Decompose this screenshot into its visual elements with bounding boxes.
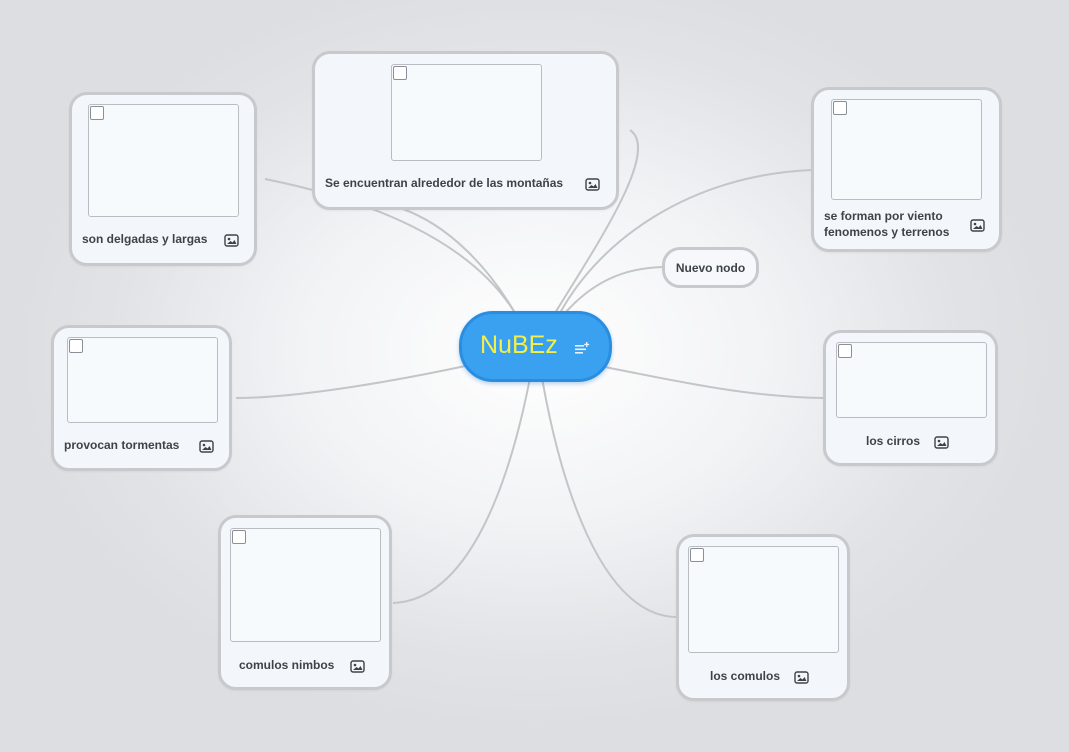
node-delgadas[interactable]: son delgadas y largas <box>69 92 257 266</box>
node-image-placeholder <box>836 342 987 418</box>
notes-icon[interactable] <box>574 341 590 355</box>
node-comulos[interactable]: los comulos <box>676 534 850 701</box>
image-icon[interactable] <box>934 436 949 449</box>
node-viento[interactable]: se forman por viento fenomenos y terreno… <box>811 87 1002 252</box>
node-image-placeholder <box>88 104 239 217</box>
image-icon[interactable] <box>199 440 214 453</box>
link-comulos <box>541 377 677 618</box>
image-icon[interactable] <box>970 219 985 232</box>
node-image-placeholder <box>230 528 381 642</box>
image-icon[interactable] <box>350 660 365 673</box>
link-delgadas <box>264 178 516 314</box>
node-label: los cirros <box>866 434 921 448</box>
link-viento <box>559 169 813 314</box>
node-label-line2: fenomenos y terrenos <box>824 225 950 239</box>
image-icon[interactable] <box>224 234 239 247</box>
link-montanas <box>399 207 516 314</box>
node-label: provocan tormentas <box>64 438 180 452</box>
node-image-placeholder <box>688 546 839 653</box>
image-icon[interactable] <box>794 671 809 684</box>
central-topic-title: NuBEz <box>480 331 558 359</box>
link-montanas-right <box>554 129 640 314</box>
node-image-placeholder <box>67 337 218 423</box>
node-label: Nuevo nodo <box>675 260 746 275</box>
link-nuevo <box>564 266 664 314</box>
node-label: los comulos <box>710 669 781 683</box>
node-nimbos[interactable]: comulos nimbos <box>218 515 392 690</box>
node-label: Se encuentran alrededor de las montañas <box>325 176 564 190</box>
link-nimbos <box>392 377 531 604</box>
central-topic[interactable]: NuBEz <box>459 311 612 382</box>
node-tormentas[interactable]: provocan tormentas <box>51 325 232 471</box>
node-label: son delgadas y largas <box>82 232 208 246</box>
node-nuevo[interactable]: Nuevo nodo <box>662 247 759 288</box>
node-label: comulos nimbos <box>239 658 335 672</box>
link-cirros <box>604 366 824 399</box>
node-cirros[interactable]: los cirros <box>823 330 998 466</box>
node-label-line1: se forman por viento <box>824 209 943 223</box>
node-montanas[interactable]: Se encuentran alrededor de las montañas <box>312 51 619 210</box>
node-image-placeholder <box>391 64 542 161</box>
node-image-placeholder <box>831 99 982 200</box>
image-icon[interactable] <box>585 178 600 191</box>
link-tormentas <box>235 364 471 399</box>
